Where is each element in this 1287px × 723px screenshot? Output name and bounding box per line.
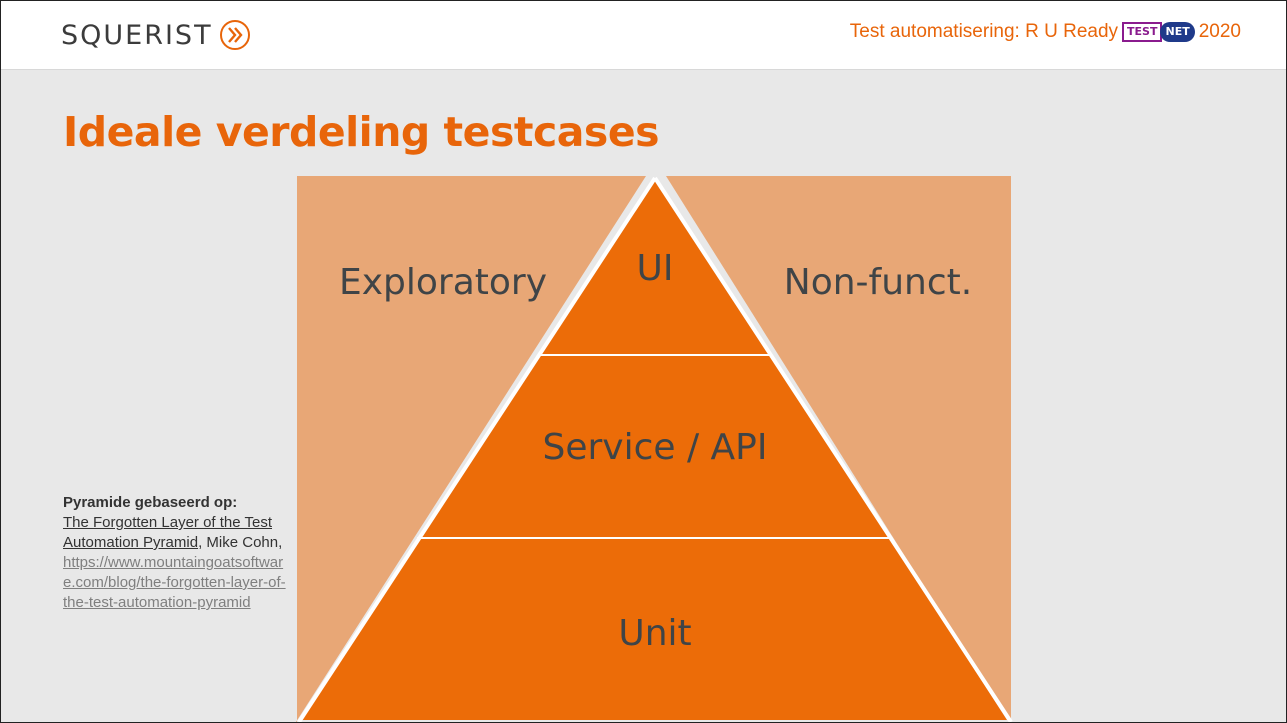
header-bar: SQUERIST Test automatisering: R U Ready … [1,1,1286,70]
slide-title: Ideale verdeling testcases [63,108,660,156]
reference-article-link[interactable]: The Forgotten Layer of the Test Automati… [63,514,273,551]
exploratory-label: Exploratory [339,262,547,303]
logo: SQUERIST [61,19,251,51]
logo-text: SQUERIST [61,19,213,51]
testnet-logo: TEST NET [1122,21,1195,43]
ui-layer-label: UI [637,248,674,289]
reference-body: The Forgotten Layer of the Test Automati… [63,513,288,613]
unit-layer-label: Unit [618,613,691,654]
service-layer-label: Service / API [542,427,767,468]
nonfunctional-label: Non-funct. [784,262,972,303]
pyramid-edge-left [297,176,657,722]
pyramid-layer-service [418,354,889,537]
double-chevron-icon [219,20,250,50]
reference-heading: Pyramide gebaseerd op: [63,494,238,511]
reference-url-link[interactable]: https://www.mountaingoatsoftware.com/blo… [63,554,286,611]
pyramid-layer-unit [302,537,1007,720]
reference-author: , Mike Cohn, [198,534,283,551]
pyramid-layer-ui [538,178,771,354]
event-prefix: Test automatisering: R U Ready [849,21,1119,42]
event-title: Test automatisering: R U Ready TEST NET … [850,21,1241,43]
pyramid-edge-right [653,176,1013,722]
reference-note: Pyramide gebaseerd op: The Forgotten Lay… [63,493,288,613]
exploratory-panel [296,176,646,722]
nonfunctional-panel [666,176,1011,722]
event-year: 2020 [1198,21,1241,42]
badge-right: NET [1160,22,1195,42]
